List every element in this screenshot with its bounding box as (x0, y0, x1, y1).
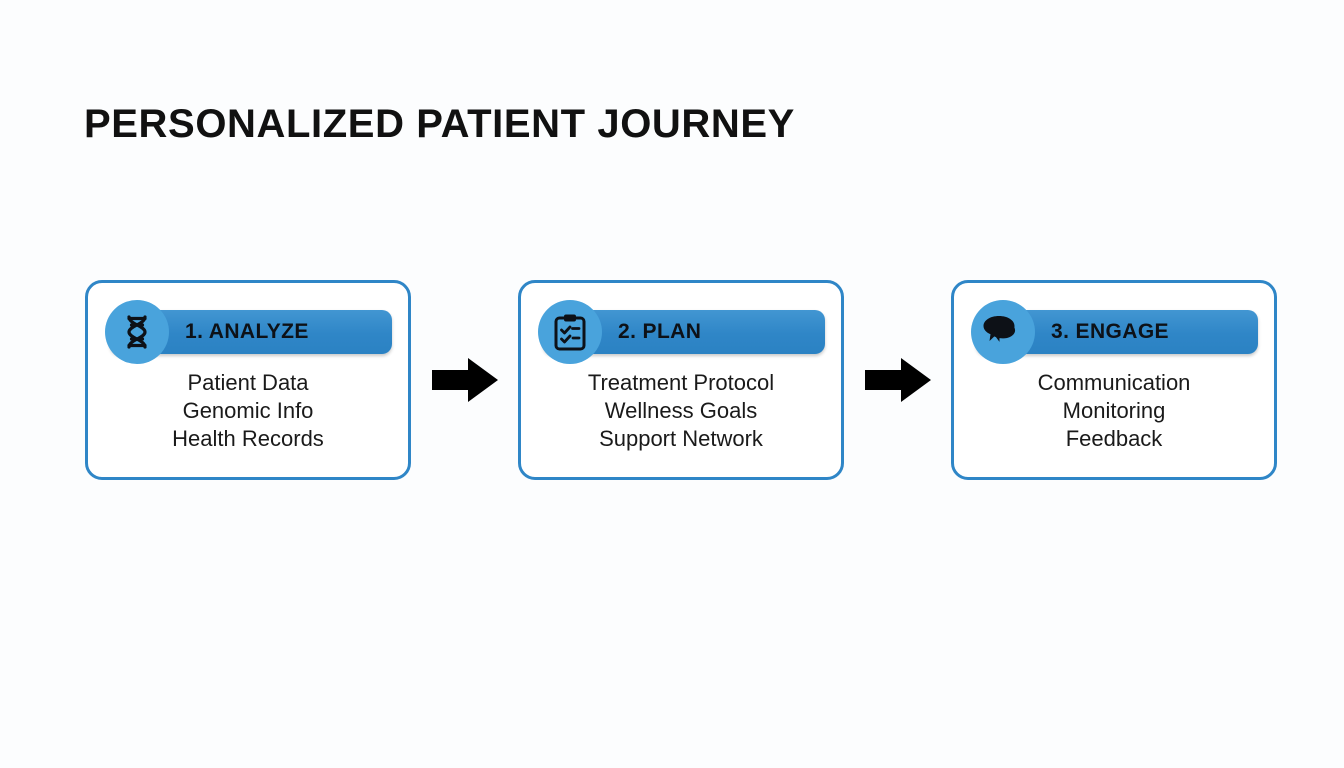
step-card-analyze[interactable]: 1. ANALYZE Patient Data Genomic Info Hea… (85, 280, 411, 480)
clipboard-checklist-icon (538, 300, 602, 364)
step-body: Patient Data Genomic Info Health Records (88, 369, 408, 453)
step-header-label: 1. ANALYZE (185, 320, 309, 343)
step-body: Treatment Protocol Wellness Goals Suppor… (521, 369, 841, 453)
arrow-step2-to-step3 (862, 354, 934, 406)
dna-helix-icon (105, 300, 169, 364)
page-title: PERSONALIZED PATIENT JOURNEY (84, 102, 795, 146)
step-card-engage[interactable]: 3. ENGAGE Communication Monitoring Feedb… (951, 280, 1277, 480)
step-body: Communication Monitoring Feedback (954, 369, 1274, 453)
list-item: Support Network (599, 426, 763, 451)
list-item: Wellness Goals (604, 398, 758, 423)
speech-bubbles-icon (971, 300, 1035, 364)
step-header-label: 2. PLAN (618, 320, 702, 343)
list-item: Genomic Info (182, 398, 314, 423)
list-item: Monitoring (1062, 398, 1166, 423)
step-card-plan[interactable]: 2. PLAN Treatment Protocol Wellness Goal… (518, 280, 844, 480)
list-item: Communication (1037, 370, 1191, 395)
list-item: Treatment Protocol (587, 370, 775, 395)
list-item: Feedback (1065, 426, 1163, 451)
arrow-step1-to-step2 (429, 354, 501, 406)
step-header-label: 3. ENGAGE (1051, 320, 1169, 343)
list-item: Patient Data (187, 370, 309, 395)
list-item: Health Records (172, 426, 324, 451)
process-flow-diagram: 1. ANALYZE Patient Data Genomic Info Hea… (85, 279, 1277, 481)
